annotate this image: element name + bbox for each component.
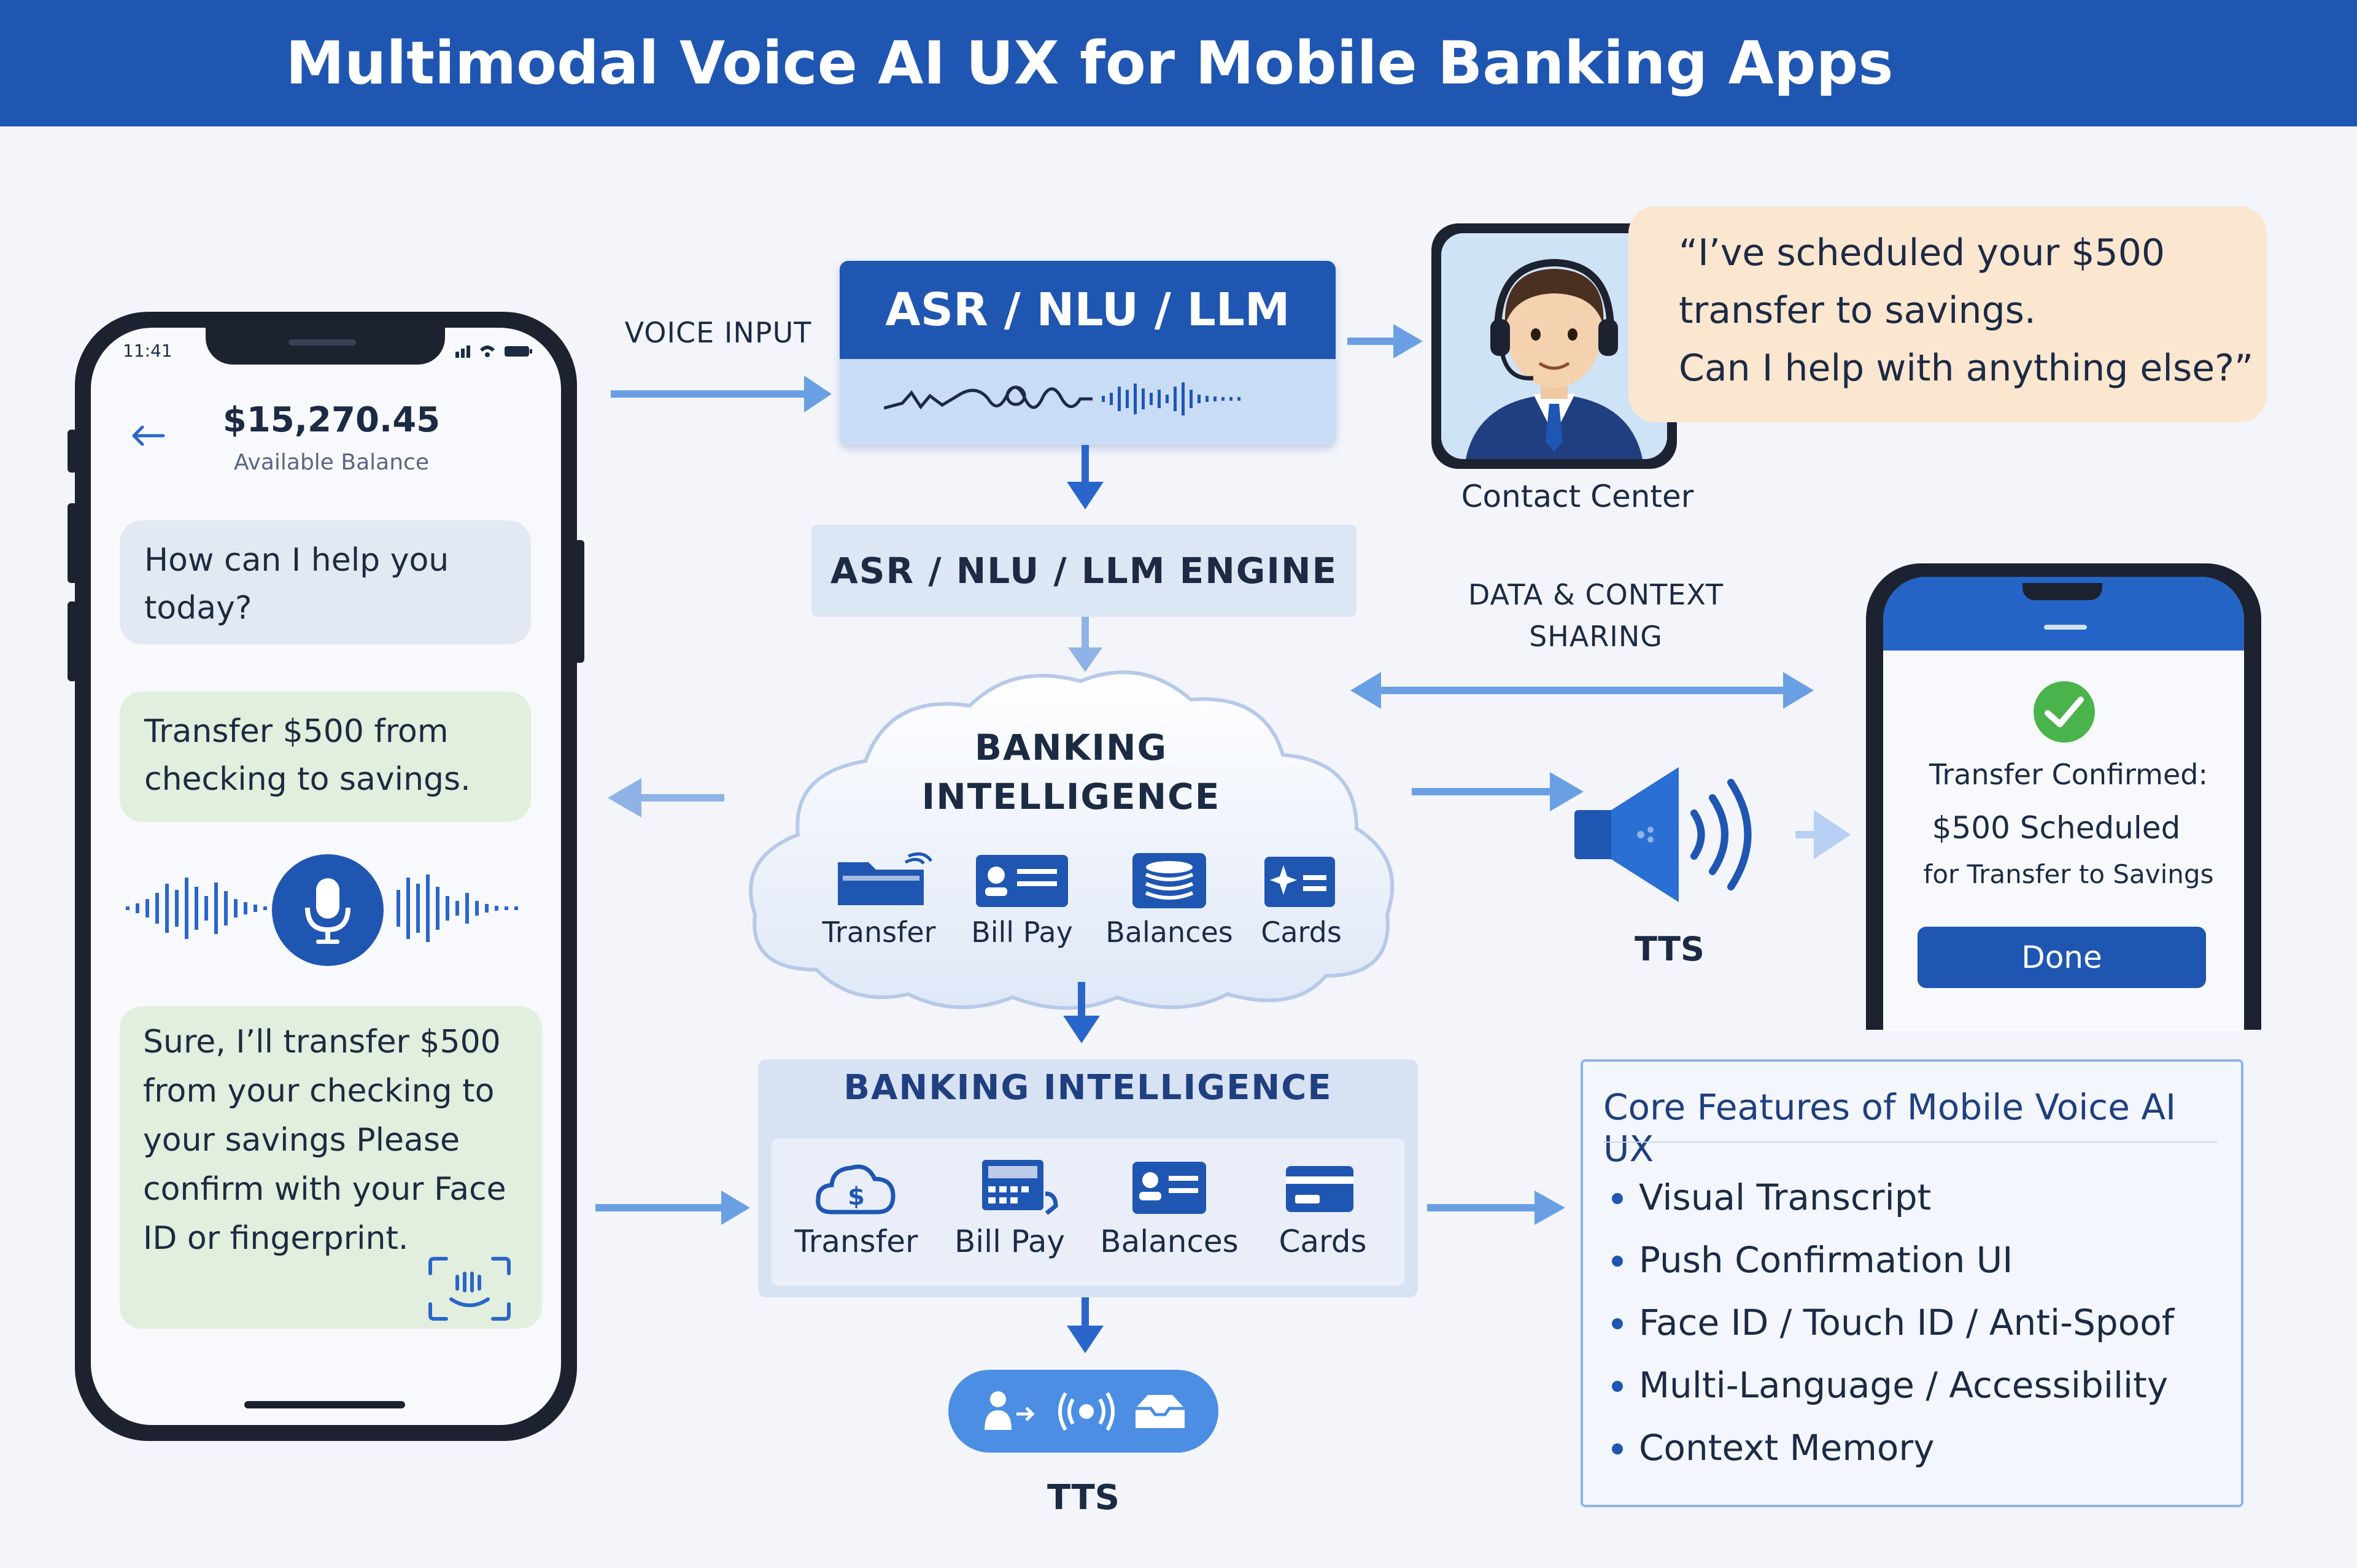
- arrowhead: [721, 1191, 750, 1225]
- voice-wave-right-icon: [397, 875, 518, 942]
- bill-terminal-icon: [982, 1160, 1058, 1215]
- folder-transfer-icon: [838, 852, 933, 905]
- right-phone-notch: [2022, 583, 2102, 600]
- phone-volume-up: [68, 503, 77, 583]
- banking-intelligence-title: BANKING INTELLIGENCE: [843, 1068, 1333, 1108]
- assistant-greeting-bubble: How can I help you today?: [120, 520, 531, 644]
- signal-wifi-battery-icon: [455, 341, 535, 363]
- cloud-item-balances: Balances: [1105, 916, 1233, 949]
- engine-title: ASR / NLU / LLM ENGINE: [830, 550, 1338, 592]
- assistant-confirmation-bubble: Sure, I’ll transfer $500 from your check…: [120, 1006, 542, 1329]
- back-arrow-icon[interactable]: [129, 412, 166, 458]
- voice-input-label: VOICE INPUT: [624, 316, 812, 349]
- user-request-bubble: Transfer $500 from checking to savings.: [120, 692, 531, 822]
- arrowhead: [1067, 482, 1104, 509]
- microphone-button[interactable]: [272, 854, 384, 966]
- agent-speech-text: “I’ve scheduled your $500 transfer to sa…: [1679, 224, 2256, 397]
- speech-line-2: transfer to savings.: [1679, 289, 2036, 332]
- transfer-confirmed-detail: for Transfer to Savings: [1923, 859, 2214, 889]
- cloud-item-bill-pay: Bill Pay: [971, 916, 1073, 949]
- arrowhead: [608, 778, 641, 817]
- phone-volume-down: [68, 601, 77, 681]
- feature-item: Multi-Language / Accessibility: [1603, 1354, 2235, 1416]
- microphone-icon: [305, 878, 350, 944]
- phone-speaker-grille: [288, 339, 356, 346]
- tts-label: TTS: [1635, 930, 1705, 968]
- core-features-list: Visual Transcript Push Confirmation UI F…: [1603, 1166, 2235, 1479]
- feature-item: Push Confirmation UI: [1603, 1229, 2235, 1291]
- page-title: Multimodal Voice AI UX for Mobile Bankin…: [285, 29, 1894, 98]
- engine-box: [811, 525, 1357, 617]
- credit-card-icon: [1286, 1166, 1353, 1212]
- status-time: 11:41: [123, 341, 172, 361]
- contact-center-label: Contact Center: [1461, 479, 1694, 514]
- bank-item-bill-pay: Bill Pay: [954, 1224, 1065, 1259]
- phone-notch: [206, 328, 445, 365]
- core-features-title: Core Features of Mobile Voice AI UX: [1603, 1086, 2177, 1170]
- balance-amount: $15,270.45: [222, 400, 441, 440]
- checkmark-icon: [2034, 681, 2095, 743]
- cloud-dollar-icon: $: [816, 1164, 896, 1215]
- bank-item-transfer: Transfer: [794, 1224, 918, 1259]
- feature-item: Face ID / Touch ID / Anti-Spoof: [1603, 1291, 2235, 1354]
- bank-item-cards: Cards: [1279, 1224, 1367, 1259]
- voice-wave-left-icon: [126, 878, 267, 939]
- speech-line-1: “I’ve scheduled your $500: [1679, 231, 2165, 274]
- coin-stack-icon: [1132, 853, 1206, 908]
- broadcast-icon: [1058, 1392, 1115, 1431]
- arrowhead: [804, 376, 832, 412]
- bank-item-balances: Balances: [1100, 1224, 1239, 1259]
- agent-speech-bubble: [1628, 206, 2267, 422]
- header-bar: [0, 0, 2357, 126]
- arrowhead: [1783, 672, 1814, 709]
- cloud-item-transfer: Transfer: [822, 916, 936, 949]
- speaker-icon: [1574, 767, 1752, 902]
- speech-line-3: Can I help with anything else?”: [1679, 347, 2254, 390]
- arrowhead: [1535, 1191, 1565, 1225]
- done-button[interactable]: Done: [1918, 927, 2206, 988]
- cloud-item-cards: Cards: [1261, 916, 1342, 949]
- features-divider: [1603, 1141, 2217, 1143]
- asr-title: ASR / NLU / LLM: [885, 284, 1290, 336]
- feature-item: Context Memory: [1603, 1416, 2235, 1479]
- drag-handle[interactable]: [2044, 625, 2087, 630]
- user-arrow-icon: [985, 1391, 1035, 1430]
- audio-waveform-icon: [884, 382, 1240, 415]
- id-card-icon: [1132, 1162, 1206, 1214]
- home-indicator: [244, 1401, 405, 1408]
- arrowhead: [1393, 324, 1423, 358]
- banking-intelligence-cloud: [749, 670, 1395, 1010]
- transfer-confirmed-title: Transfer Confirmed:: [1929, 758, 2208, 791]
- inbox-icon: [1136, 1395, 1185, 1428]
- card-sparkle-icon: [1264, 857, 1335, 907]
- feature-item: Visual Transcript: [1603, 1166, 2235, 1229]
- face-id-icon[interactable]: [427, 1255, 513, 1323]
- balance-label: Available Balance: [234, 450, 429, 475]
- asr-title-bar: [840, 261, 1336, 359]
- arrowhead: [1067, 1326, 1104, 1353]
- bill-card-icon: [976, 855, 1068, 907]
- svg-text:$: $: [848, 1183, 865, 1211]
- bottom-tts-label: TTS: [1047, 1478, 1120, 1518]
- core-features-box: [1581, 1059, 2243, 1507]
- phone-power-button: [575, 540, 584, 663]
- arrowhead: [1814, 810, 1851, 859]
- phone-mute-switch: [68, 430, 77, 473]
- transfer-confirmed-amount: $500 Scheduled: [1932, 810, 2181, 846]
- arrowhead: [1063, 1016, 1100, 1043]
